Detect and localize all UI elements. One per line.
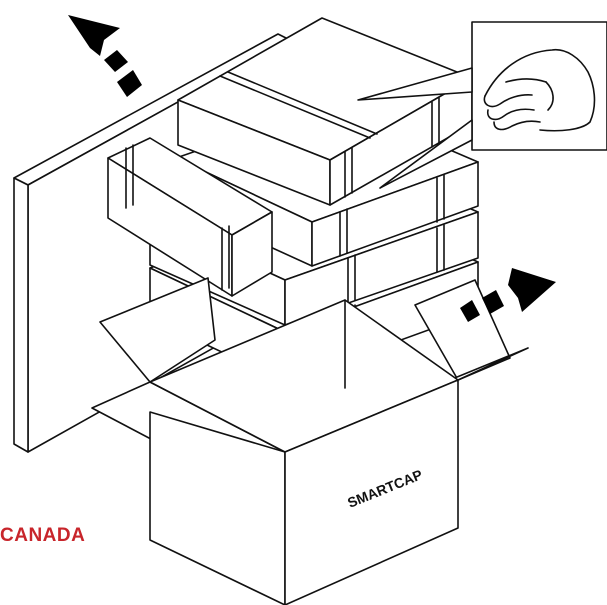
shipping-carton [91, 277, 529, 605]
side-box [107, 137, 273, 297]
region-label: CANADA [0, 525, 86, 546]
hand-lifting-callout-icon [357, 21, 607, 189]
dashed-arrow-up-left-icon [68, 15, 142, 97]
stacked-box-top [177, 17, 473, 206]
dashed-arrow-right-icon [460, 268, 556, 322]
